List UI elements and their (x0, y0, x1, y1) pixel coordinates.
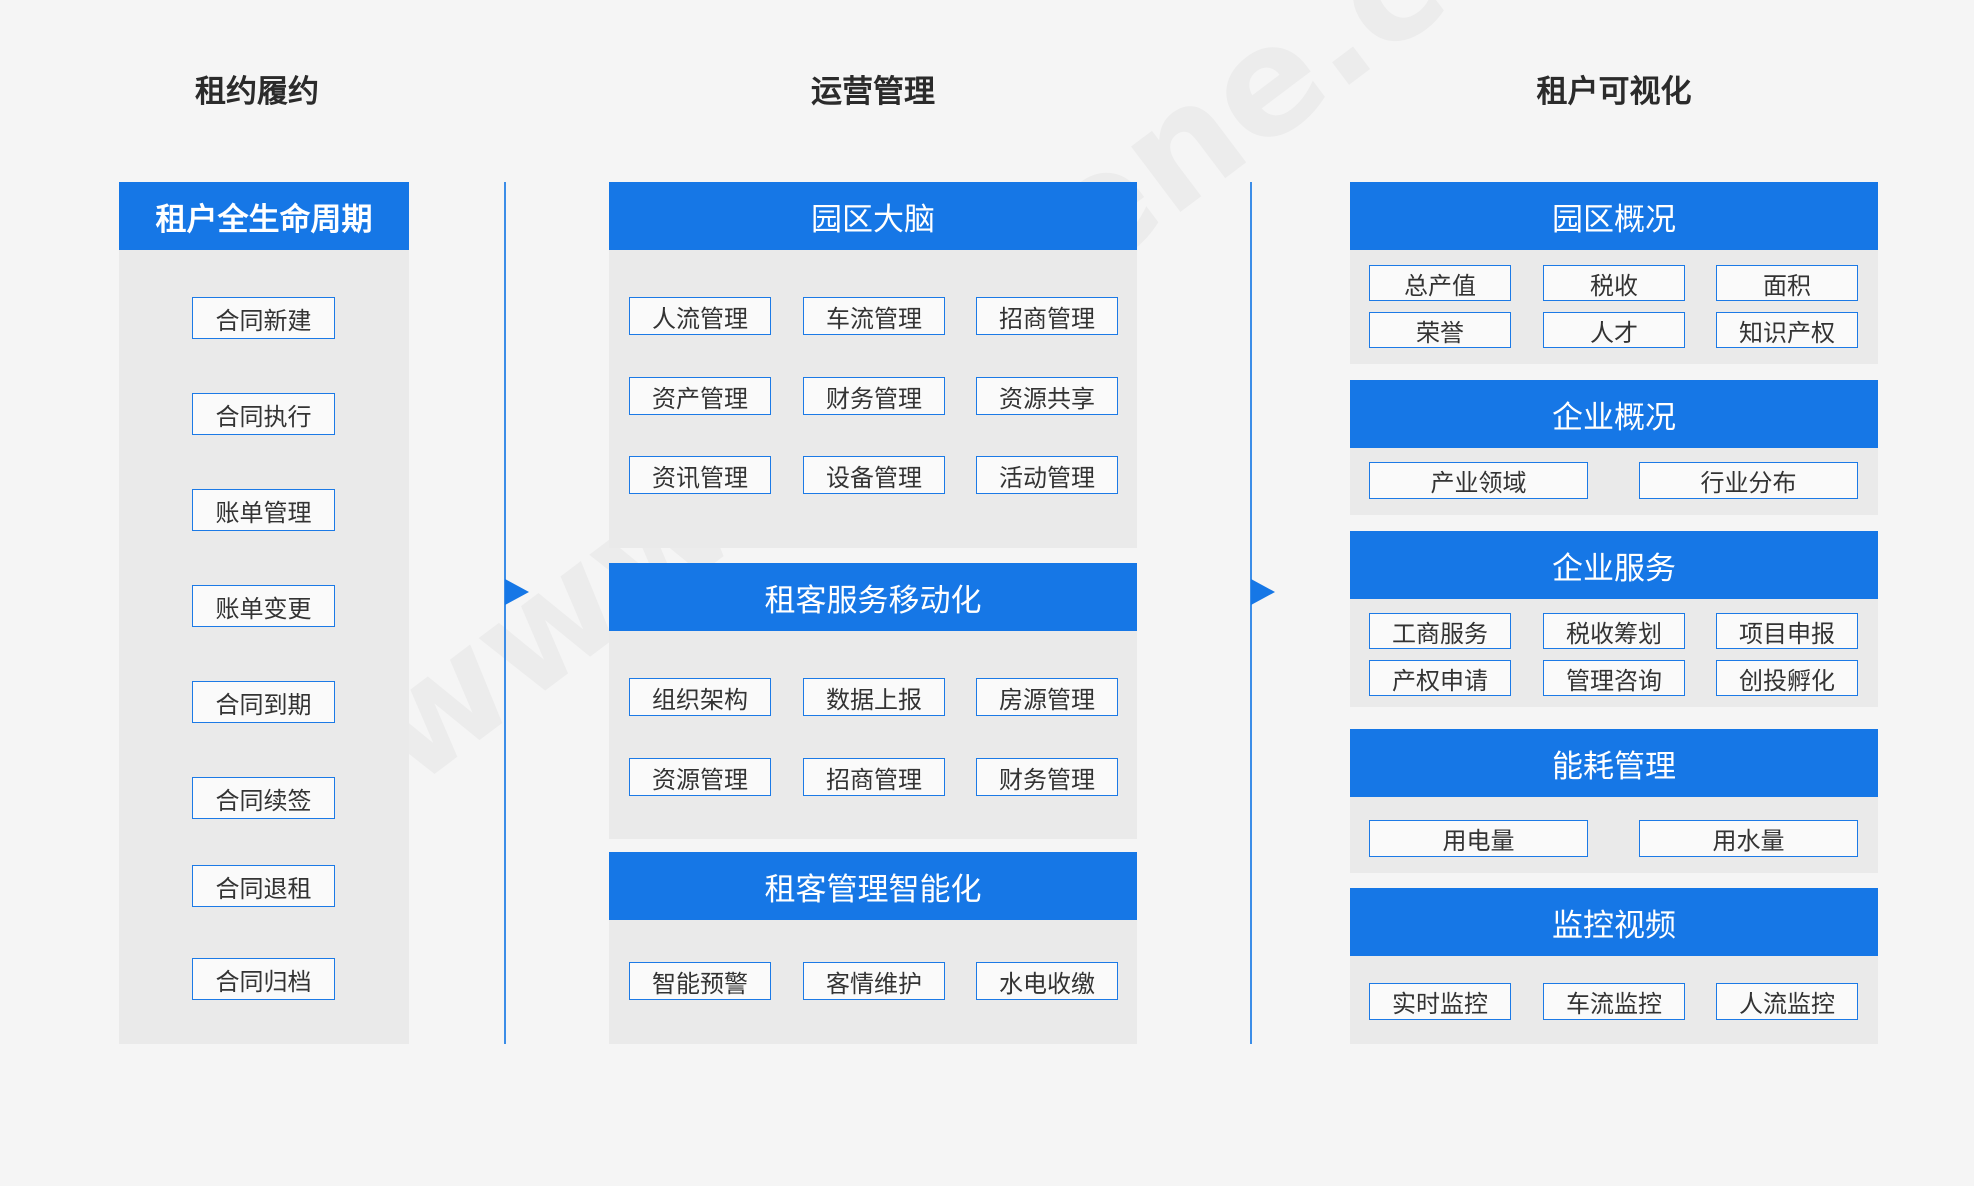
lifecycle-item: 账单变更 (192, 585, 335, 627)
energy-header: 能耗管理 (1350, 729, 1878, 797)
tenant-mobile-item: 数据上报 (803, 678, 945, 716)
park-overview-item: 税收 (1543, 265, 1685, 301)
park-brain-item: 车流管理 (803, 297, 945, 335)
enterprise-service-item: 管理咨询 (1543, 660, 1685, 696)
energy-item: 用水量 (1639, 820, 1858, 857)
column-title-lease: 租约履约 (195, 74, 319, 110)
tenant-smart-item: 水电收缴 (976, 962, 1118, 1000)
park-overview-item: 人才 (1543, 312, 1685, 348)
park-overview-item: 总产值 (1369, 265, 1511, 301)
tenant-mobile-item: 组织架构 (629, 678, 771, 716)
park-brain-item: 财务管理 (803, 377, 945, 415)
enterprise-service-item: 产权申请 (1369, 660, 1511, 696)
tenant-mobile-item: 招商管理 (803, 758, 945, 796)
divider-line-right (1250, 182, 1252, 1044)
park-overview-item: 面积 (1716, 265, 1858, 301)
enterprise-service-item: 项目申报 (1716, 613, 1858, 649)
park-overview-header: 园区概况 (1350, 182, 1878, 250)
column-title-visualization: 租户可视化 (1536, 74, 1692, 110)
tenant-mobile-item: 财务管理 (976, 758, 1118, 796)
tenant-smart-header: 租客管理智能化 (609, 852, 1137, 920)
enterprise-overview-item: 产业领域 (1369, 462, 1588, 499)
arrow-right-icon (1251, 579, 1275, 605)
arrow-right-icon (505, 579, 529, 605)
video-monitor-item: 人流监控 (1716, 983, 1858, 1020)
lifecycle-item: 合同执行 (192, 393, 335, 435)
lifecycle-item: 合同续签 (192, 777, 335, 819)
lifecycle-item: 合同到期 (192, 681, 335, 723)
lifecycle-item: 合同归档 (192, 958, 335, 1000)
park-brain-item: 资产管理 (629, 377, 771, 415)
lifecycle-header: 租户全生命周期 (119, 182, 409, 250)
enterprise-overview-item: 行业分布 (1639, 462, 1858, 499)
tenant-mobile-header: 租客服务移动化 (609, 563, 1137, 631)
enterprise-service-item: 创投孵化 (1716, 660, 1858, 696)
lifecycle-item: 合同新建 (192, 297, 335, 339)
park-brain-item: 活动管理 (976, 456, 1118, 494)
energy-item: 用电量 (1369, 820, 1588, 857)
park-overview-item: 荣誉 (1369, 312, 1511, 348)
park-brain-item: 资讯管理 (629, 456, 771, 494)
park-brain-item: 人流管理 (629, 297, 771, 335)
tenant-mobile-item: 房源管理 (976, 678, 1118, 716)
enterprise-overview-header: 企业概况 (1350, 380, 1878, 448)
tenant-smart-item: 智能预警 (629, 962, 771, 1000)
tenant-mobile-item: 资源管理 (629, 758, 771, 796)
lifecycle-item: 合同退租 (192, 865, 335, 907)
video-monitor-item: 车流监控 (1543, 983, 1685, 1020)
park-brain-header: 园区大脑 (609, 182, 1137, 250)
enterprise-service-item: 税收筹划 (1543, 613, 1685, 649)
video-monitor-header: 监控视频 (1350, 888, 1878, 956)
video-monitor-item: 实时监控 (1369, 983, 1511, 1020)
enterprise-service-header: 企业服务 (1350, 531, 1878, 599)
park-brain-item: 设备管理 (803, 456, 945, 494)
tenant-smart-item: 客情维护 (803, 962, 945, 1000)
enterprise-service-item: 工商服务 (1369, 613, 1511, 649)
park-brain-item: 招商管理 (976, 297, 1118, 335)
column-title-operations: 运营管理 (811, 74, 935, 110)
park-brain-item: 资源共享 (976, 377, 1118, 415)
park-overview-item: 知识产权 (1716, 312, 1858, 348)
lifecycle-item: 账单管理 (192, 489, 335, 531)
divider-line-left (504, 182, 506, 1044)
